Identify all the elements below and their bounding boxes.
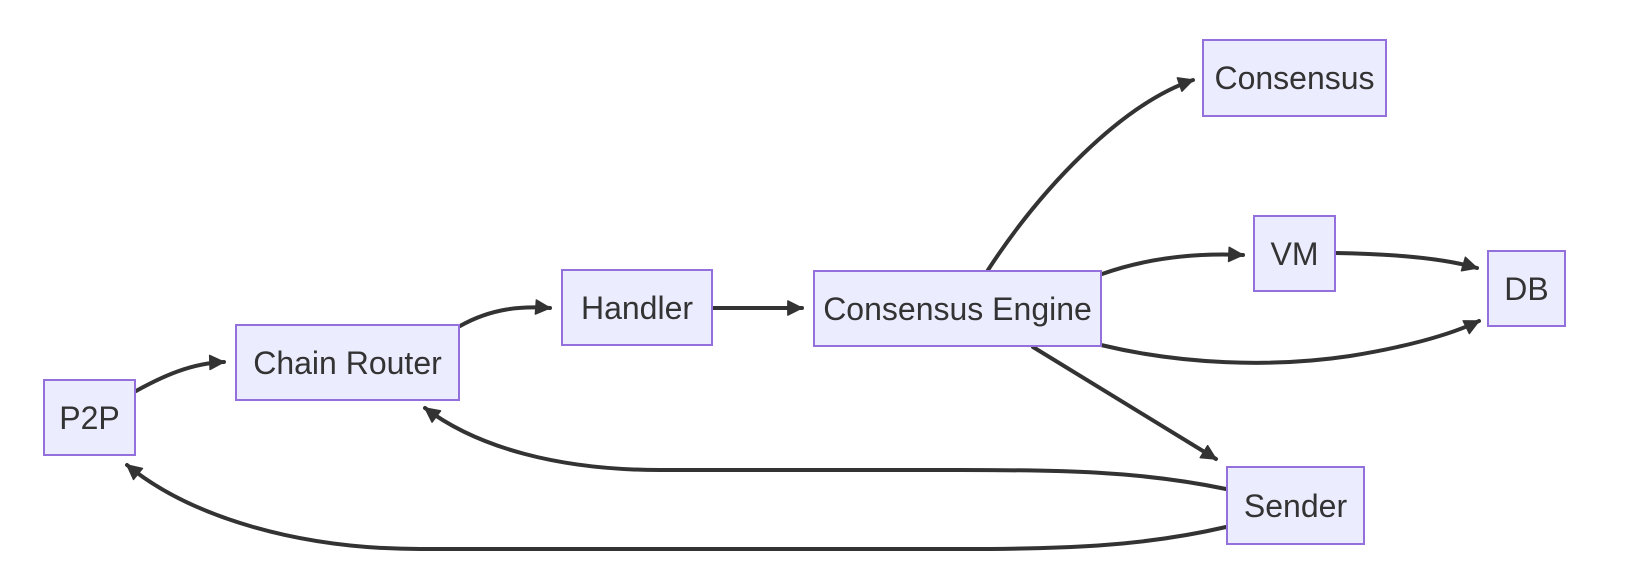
node-label: DB [1504, 270, 1549, 307]
edge-sender-to-chain-router [423, 406, 1228, 491]
node-label: Consensus [1214, 60, 1375, 96]
edge-consensus-engine-to-sender [1031, 345, 1218, 461]
node-consensus: Consensus [1202, 39, 1387, 117]
node-consensus-engine: Consensus Engine [813, 270, 1102, 347]
edge-consensus-engine-to-db [1099, 319, 1481, 365]
edge-consensus-engine-to-vm [1100, 246, 1245, 276]
node-p2p: P2P [43, 379, 136, 456]
node-label: P2P [59, 399, 120, 436]
node-label: VM [1270, 235, 1319, 272]
edge-p2p-to-chain-router [134, 354, 226, 393]
node-db: DB [1487, 250, 1566, 327]
node-handler: Handler [561, 269, 713, 346]
edge-chain-router-to-handler [458, 299, 552, 328]
node-vm: VM [1253, 215, 1336, 292]
edge-sender-to-p2p [125, 463, 1228, 551]
node-label: Sender [1243, 487, 1348, 524]
edge-consensus-engine-to-consensus [986, 77, 1195, 272]
node-sender: Sender [1226, 466, 1365, 545]
node-chain-router: Chain Router [235, 324, 460, 401]
node-label: Consensus Engine [823, 290, 1092, 327]
node-label: Handler [580, 289, 694, 326]
edge-vm-to-db [1334, 251, 1479, 272]
node-label: Chain Router [253, 344, 442, 381]
